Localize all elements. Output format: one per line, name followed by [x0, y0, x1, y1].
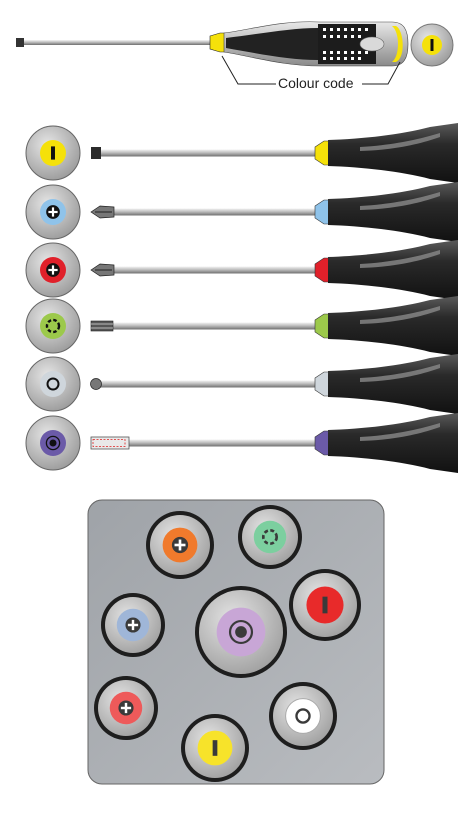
top-collar: [209, 32, 227, 53]
tip-disc: [25, 415, 81, 471]
driver-tip: [90, 320, 114, 332]
tip-disc: [25, 242, 81, 298]
photo-screwdriver-cap: [289, 569, 361, 641]
driver-tip: [90, 263, 115, 277]
hex-icon: [295, 708, 311, 724]
driver-tip: [90, 436, 130, 450]
slot-icon: [212, 740, 218, 756]
shaft: [100, 322, 318, 330]
handle: [328, 123, 458, 183]
hex-icon: [46, 377, 60, 391]
colour-collar: [314, 257, 331, 283]
top-handle-dots: [323, 28, 368, 60]
shaft: [100, 266, 318, 274]
tool-row-pozidriv: [25, 240, 458, 300]
callout-line-right: [362, 61, 401, 85]
top-handle-hole: [359, 36, 385, 52]
torx-icon: [45, 318, 61, 334]
driver-tip: [91, 147, 101, 159]
tool-row-phillips: [25, 182, 458, 242]
colour-collar: [314, 199, 331, 225]
shaft: [100, 380, 318, 388]
shaft: [100, 208, 318, 216]
shaft: [100, 439, 318, 447]
colour-collar: [314, 371, 331, 397]
colour-collar: [314, 313, 331, 339]
top-handle-grip-front: [226, 28, 318, 60]
photo-screwdriver-cap: [146, 511, 214, 579]
photo-screwdriver-cap: [101, 593, 165, 657]
colour-collar: [314, 430, 331, 456]
tool-row-nut-driver: [25, 413, 458, 473]
photo-screwdriver-cap: [269, 682, 337, 750]
slot-icon: [51, 146, 55, 160]
top-end-disc: [410, 23, 454, 67]
phillips-icon: [125, 617, 141, 633]
callout-line-left: [221, 55, 276, 85]
photo-screwdriver-cap: [238, 505, 302, 569]
phillips-icon: [171, 536, 189, 554]
handle: [328, 413, 458, 473]
shaft: [100, 149, 318, 157]
slot-icon: [430, 39, 434, 51]
handle: [328, 240, 458, 300]
socket-icon: [45, 435, 61, 451]
tool-rows: [25, 123, 458, 473]
tool-row-hex-ball: [25, 354, 458, 414]
photo-screwdriver-cap: [94, 676, 158, 740]
photo-screwdriver-cap: [181, 714, 249, 782]
driver-tip: [90, 378, 102, 390]
driver-tip: [90, 205, 115, 219]
top-screwdriver: Colour code: [16, 21, 409, 91]
top-screwdriver-shaft: [24, 40, 214, 45]
tip-disc: [25, 356, 81, 412]
top-screwdriver-tip: [16, 38, 24, 47]
slot-icon: [322, 596, 328, 614]
tool-row-torx: [25, 296, 458, 356]
handle: [328, 354, 458, 414]
handle: [328, 296, 458, 356]
top-handle-end-ring: [392, 26, 403, 62]
photo-screwdriver-cap: [195, 586, 287, 678]
tip-disc: [25, 184, 81, 240]
pozidriv-icon: [118, 700, 134, 716]
tip-disc: [25, 125, 81, 181]
colour-collar: [314, 140, 331, 166]
pozidriv-icon: [46, 263, 60, 277]
socket-icon: [228, 619, 254, 645]
photo-panel: [87, 499, 385, 785]
handle: [328, 182, 458, 242]
phillips-icon: [46, 205, 60, 219]
colour-code-label: Colour code: [278, 75, 354, 91]
torx-icon: [261, 528, 279, 546]
tool-row-slotted: [25, 123, 458, 183]
tip-disc: [25, 298, 81, 354]
